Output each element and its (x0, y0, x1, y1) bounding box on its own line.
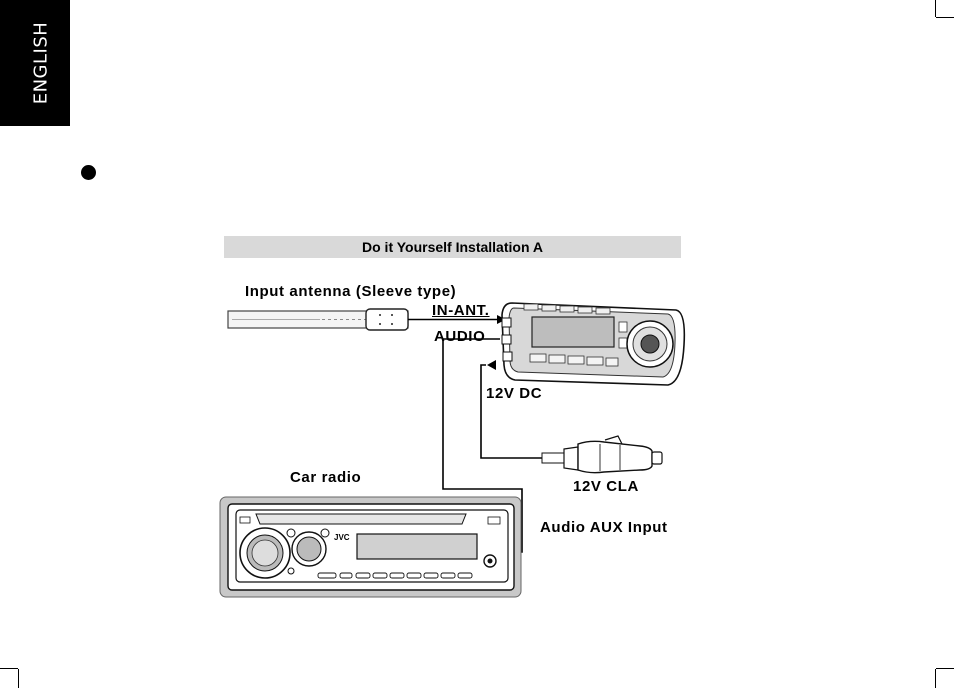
in-ant-label: IN-ANT. (432, 302, 490, 319)
input-antenna-label: Input antenna (Sleeve type) (245, 283, 456, 300)
cla-label: 12V CLA (573, 478, 639, 495)
dc-label: 12V DC (486, 385, 542, 402)
car-radio: JVC (220, 497, 521, 597)
receiver-device (502, 303, 684, 385)
cla-plug (542, 436, 662, 473)
radio-brand-label: JVC (334, 533, 350, 542)
audio-label: AUDIO (434, 328, 485, 345)
aux-input-label: Audio AUX Input (540, 519, 668, 536)
car-radio-label: Car radio (290, 469, 361, 486)
